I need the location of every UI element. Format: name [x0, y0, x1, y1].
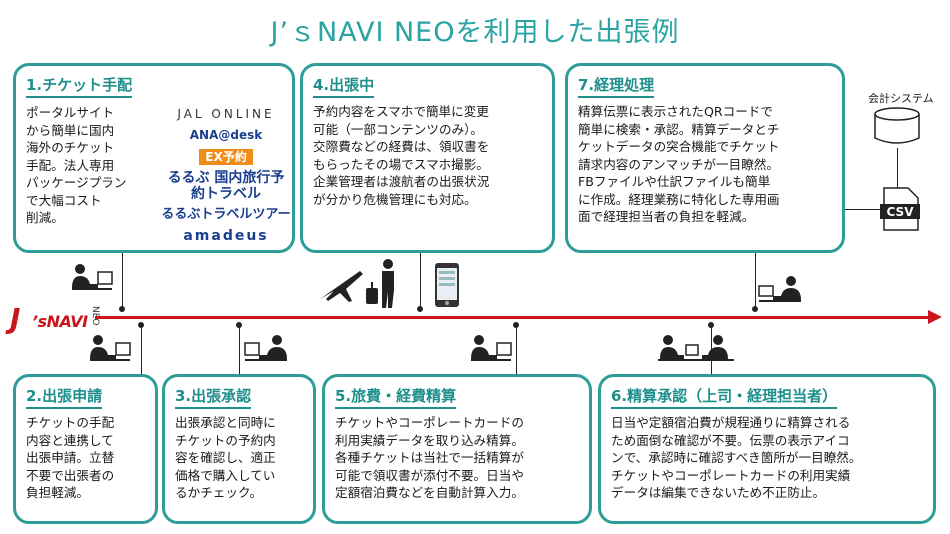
person-at-computer-icon [244, 335, 287, 361]
accounting-system-label: 会計システム [868, 92, 934, 105]
rurubu-travel-logo: るるぶ 国内旅行予約トラベル [167, 170, 285, 202]
step-1-ticket-booking: 1.チケット手配 ポータルサイト から簡単に国内 海外のチケット 手配。法人専用… [13, 63, 295, 253]
person-at-computer-icon [90, 335, 131, 361]
page-title: J’ｓNAVI NEOを利用した出張例 [270, 17, 680, 48]
csv-file-icon [880, 187, 920, 231]
step-3-text: 出張承認と同時に チケットの予約内 容を確認し、適正 価格で購入してい るかチェ… [175, 415, 276, 500]
person-at-computer-icon [758, 276, 801, 302]
connector-system [897, 148, 898, 188]
step-5-heading: 5.旅費・経費精算 [335, 385, 457, 409]
csv-label: CSV [886, 205, 914, 219]
step-5-expense-settlement: 5.旅費・経費精算 チケットやコーポレートカードの 利用実績データを取り込み精算… [322, 374, 592, 524]
connector-step-1 [122, 253, 123, 310]
connector-csv [845, 209, 880, 210]
traveler-with-suitcase-icon [366, 259, 394, 308]
timeline-arrowhead [928, 310, 942, 324]
step-3-trip-approval: 3.出張承認 出張承認と同時に チケットの予約内 容を確認し、適正 価格で購入し… [162, 374, 316, 524]
smartphone-icon [435, 263, 459, 307]
step-7-text: 精算伝票に表示されたQRコードで 簡単に検索・承認。精算データとチ ケットデータ… [578, 104, 780, 224]
step-1-heading: 1.チケット手配 [26, 74, 133, 98]
timeline-dot [752, 306, 758, 312]
timeline-arrow [95, 316, 930, 319]
connector-step-7 [755, 253, 756, 310]
person-at-computer-icon [72, 264, 113, 290]
airplane-icon [320, 271, 363, 302]
jal-online-logo: JAL ONLINE [177, 107, 275, 121]
step-3-heading: 3.出張承認 [175, 385, 252, 409]
step-4-text: 予約内容をスマホで簡単に変更 可能（一部コンテンツのみ）。 交際費などの経費は、… [313, 104, 490, 207]
step-4-during-trip: 4.出張中 予約内容をスマホで簡単に変更 可能（一部コンテンツのみ）。 交際費な… [300, 63, 555, 253]
person-at-computer-icon [471, 335, 512, 361]
step-2-trip-request: 2.出張申請 チケットの手配 内容と連携して 出張申請。立替 不要で出張者の 負… [13, 374, 158, 524]
step-2-heading: 2.出張申請 [26, 385, 103, 409]
step-6-heading: 6.精算承認（上司・経理担当者） [611, 385, 838, 409]
connector-step-5 [516, 325, 517, 374]
ex-yoyaku-logo: EX予約 [199, 149, 253, 165]
rurubu-tour-logo: るるぶトラベルツアー [161, 207, 291, 222]
step-6-text: 日当や定額宿泊費が規程通りに精算される ため面倒な確認が不要。伝票の表示アイコ … [611, 415, 862, 500]
timeline-dot [119, 306, 125, 312]
step-7-accounting: 7.経理処理 精算伝票に表示されたQRコードで 簡単に検索・承認。精算データとチ… [565, 63, 845, 253]
timeline-dot [417, 306, 423, 312]
meeting-icon [658, 335, 734, 361]
step-1-text: ポータルサイト から簡単に国内 海外のチケット 手配。法人専用 パッケージプラン… [26, 105, 127, 225]
jsnavi-neo-logo: J ’sNAVI NEO [10, 302, 100, 335]
amadeus-logo: amadeus [183, 228, 269, 244]
step-2-text: チケットの手配 内容と連携して 出張申請。立替 不要で出張者の 負担軽減。 [26, 415, 115, 500]
connector-step-3 [239, 325, 240, 374]
ana-desk-logo: ANA@desk [189, 128, 263, 142]
database-icon [874, 107, 920, 144]
connector-step-2 [141, 325, 142, 374]
step-4-heading: 4.出張中 [313, 74, 375, 98]
connector-step-4 [420, 253, 421, 310]
step-5-text: チケットやコーポレートカードの 利用実績データを取り込み精算。 各種チケットは当… [335, 415, 524, 500]
partner-logos: JAL ONLINE ANA@desk EX予約 るるぶ 国内旅行予約トラベル … [161, 106, 291, 249]
step-7-heading: 7.経理処理 [578, 74, 655, 98]
step-6-settlement-approval: 6.精算承認（上司・経理担当者） 日当や定額宿泊費が規程通りに精算される ため面… [598, 374, 936, 524]
